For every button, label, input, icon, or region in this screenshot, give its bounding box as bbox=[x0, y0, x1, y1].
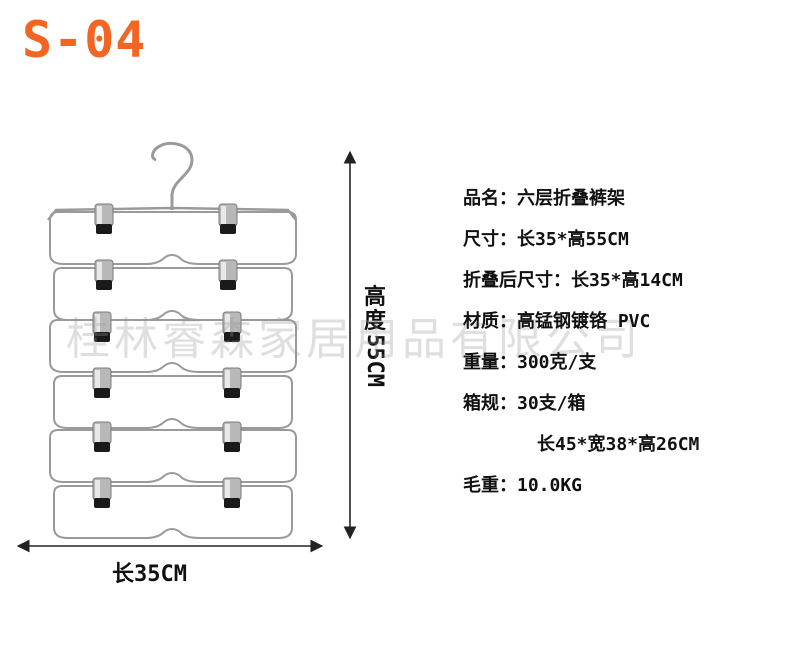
hanger-tier bbox=[53, 375, 293, 429]
clip-highlight bbox=[225, 370, 230, 388]
clip-highlight bbox=[97, 262, 102, 280]
spec-weight: 重量：300克/支 bbox=[463, 352, 597, 373]
clip-highlight bbox=[225, 480, 230, 498]
spec-size: 尺寸：长35*高55CM bbox=[463, 229, 629, 250]
width-label: 长35CM bbox=[112, 562, 187, 587]
spec-carton: 箱规：30支/箱 bbox=[463, 393, 586, 414]
clip-highlight bbox=[225, 314, 230, 332]
clip-pad bbox=[224, 498, 240, 508]
clip-highlight bbox=[95, 480, 100, 498]
spec-product-name: 品名：六层折叠裤架 bbox=[463, 188, 625, 209]
clip-highlight bbox=[95, 424, 100, 442]
spec-list: 品名：六层折叠裤架 尺寸：长35*高55CM 折叠后尺寸：长35*高14CM 材… bbox=[463, 178, 699, 506]
clip-highlight bbox=[225, 424, 230, 442]
height-label-text: 高度 bbox=[363, 285, 386, 334]
clip-pad bbox=[94, 332, 110, 342]
clip-pad bbox=[94, 442, 110, 452]
clip-pad bbox=[96, 224, 112, 234]
clip-highlight bbox=[95, 370, 100, 388]
clip-pad bbox=[224, 332, 240, 342]
spec-material: 材质：高锰钢镀铬 PVC bbox=[463, 311, 651, 332]
clip-highlight bbox=[97, 206, 102, 224]
height-label: 高度 55CM bbox=[360, 286, 390, 387]
spec-carton-size: 长45*宽38*高26CM bbox=[537, 434, 700, 455]
clip-highlight bbox=[221, 262, 226, 280]
hanger-tier bbox=[49, 211, 297, 265]
clip-pad bbox=[94, 388, 110, 398]
height-label-value: 55CM bbox=[362, 334, 387, 387]
hanger-tier bbox=[53, 485, 293, 539]
hanger-tier bbox=[49, 429, 297, 483]
hanger-icon bbox=[47, 141, 297, 539]
clip-pad bbox=[224, 388, 240, 398]
hanger-tier bbox=[53, 267, 293, 321]
clip-pad bbox=[220, 280, 236, 290]
spec-gross-weight: 毛重：10.0KG bbox=[463, 475, 583, 496]
model-code: S-04 bbox=[22, 11, 147, 69]
hanger-tier bbox=[49, 319, 297, 373]
spec-folded-size: 折叠后尺寸：长35*高14CM bbox=[463, 270, 683, 291]
clip-pad bbox=[96, 280, 112, 290]
clip-pad bbox=[224, 442, 240, 452]
clip-highlight bbox=[95, 314, 100, 332]
clip-highlight bbox=[221, 206, 226, 224]
hook-icon bbox=[151, 141, 194, 210]
clip-pad bbox=[220, 224, 236, 234]
clip-pad bbox=[94, 498, 110, 508]
